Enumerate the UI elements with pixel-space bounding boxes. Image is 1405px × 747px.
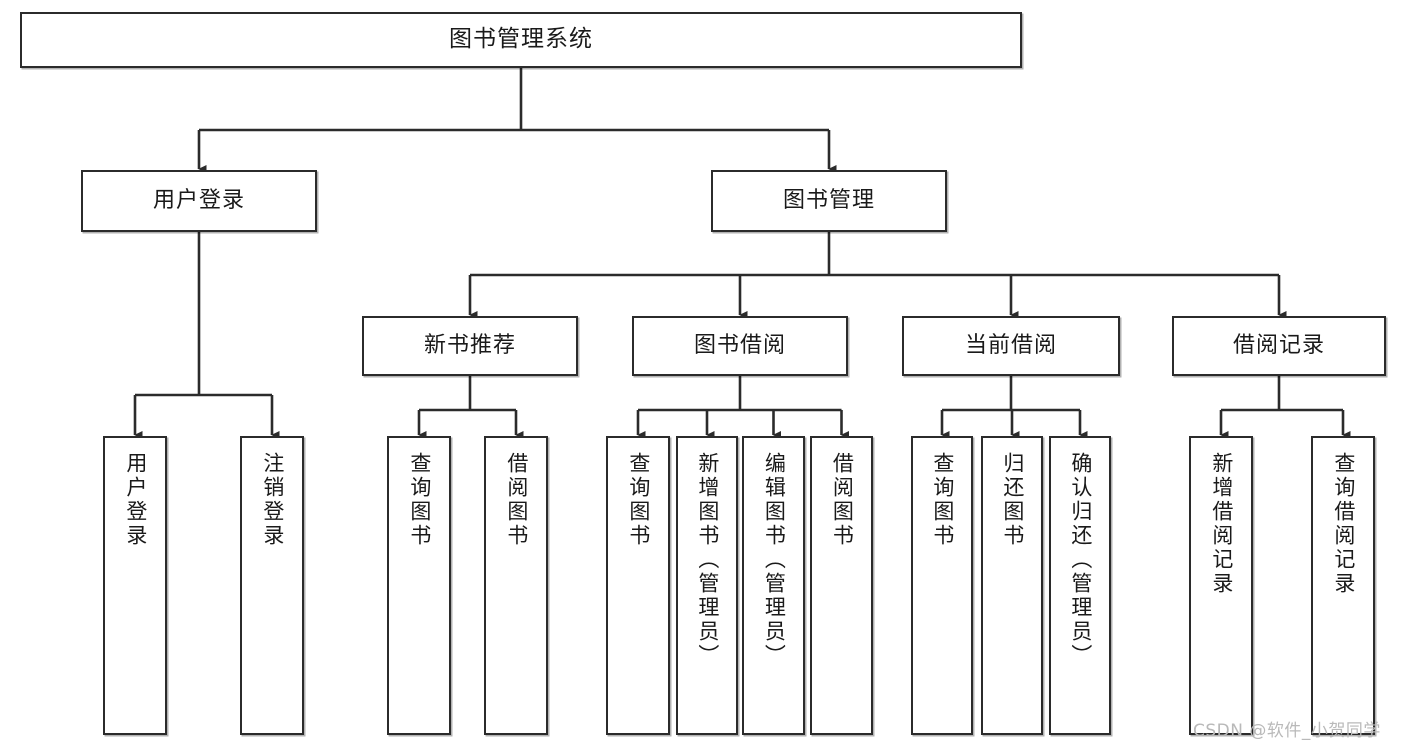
node-label: 借阅图书 (504, 452, 529, 548)
node-label: 图书借阅 (693, 332, 786, 358)
leaf-node-查询图书-2: 查询图书 (387, 436, 451, 735)
leaf-node-查询图书-4: 查询图书 (606, 436, 670, 735)
leaf-node-用户登录-0: 用户登录 (103, 436, 167, 735)
level3-node-图书借阅-1: 图书借阅 (632, 316, 848, 376)
level2-node-图书管理-1: 图书管理 (711, 170, 947, 232)
node-label: 查询图书 (626, 452, 651, 548)
node-label: 用户登录 (123, 452, 148, 548)
node-label: 注销登录 (260, 452, 285, 548)
node-label: 图书管理 (782, 187, 875, 213)
node-label: 借阅图书 (830, 452, 855, 548)
node-label: 查询借阅记录 (1331, 452, 1356, 596)
node-label: 新增借阅记录 (1209, 452, 1234, 596)
leaf-node-确认归还管理员-10: 确认归还（管理员） (1049, 436, 1111, 735)
node-label: 确认归还（管理员） (1068, 452, 1093, 668)
node-label: 新书推荐 (423, 332, 516, 358)
root-node-图书管理系统: 图书管理系统 (20, 12, 1022, 68)
node-label: 用户登录 (152, 187, 245, 213)
node-label: 图书管理系统 (449, 26, 593, 53)
leaf-node-归还图书-9: 归还图书 (981, 436, 1043, 735)
level3-node-当前借阅-2: 当前借阅 (902, 316, 1120, 376)
csdn-watermark: CSDN @软件_小贺同学 (1193, 721, 1381, 741)
node-label: 归还图书 (1000, 452, 1025, 548)
level3-node-借阅记录-3: 借阅记录 (1172, 316, 1386, 376)
level2-node-用户登录-0: 用户登录 (81, 170, 317, 232)
leaf-node-新增图书管理员-5: 新增图书（管理员） (676, 436, 738, 735)
node-label: 借阅记录 (1232, 332, 1325, 358)
node-label: 当前借阅 (964, 332, 1057, 358)
leaf-node-注销登录-1: 注销登录 (240, 436, 304, 735)
node-label: 新增图书（管理员） (695, 452, 720, 668)
level3-node-新书推荐-0: 新书推荐 (362, 316, 578, 376)
node-label: 查询图书 (407, 452, 432, 548)
node-label: 编辑图书（管理员） (762, 452, 787, 668)
leaf-node-编辑图书管理员-6: 编辑图书（管理员） (742, 436, 805, 735)
leaf-node-借阅图书-7: 借阅图书 (810, 436, 873, 735)
leaf-node-查询图书-8: 查询图书 (911, 436, 973, 735)
leaf-node-借阅图书-3: 借阅图书 (484, 436, 548, 735)
leaf-node-新增借阅记录-11: 新增借阅记录 (1189, 436, 1253, 735)
leaf-node-查询借阅记录-12: 查询借阅记录 (1311, 436, 1375, 735)
node-label: 查询图书 (930, 452, 955, 548)
